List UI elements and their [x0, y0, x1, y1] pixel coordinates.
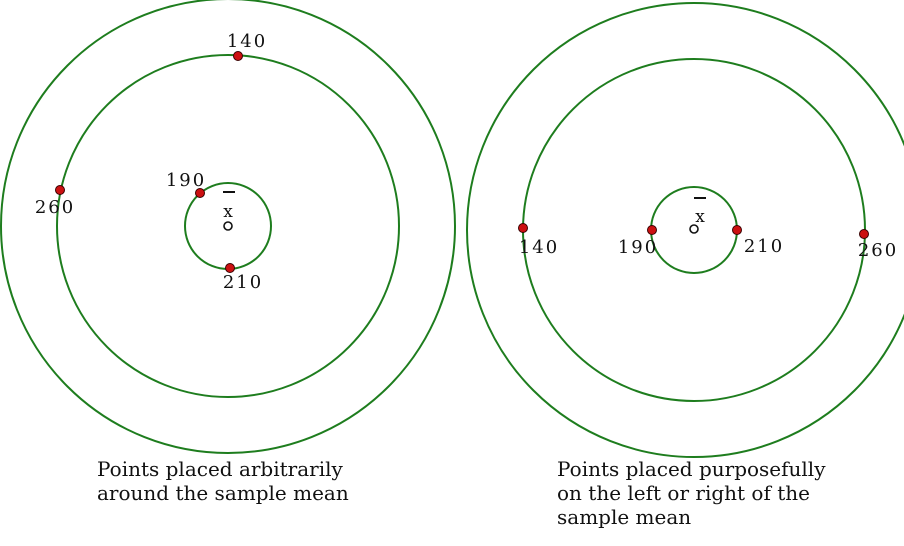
left-point-260	[55, 185, 65, 195]
right-point-210	[732, 225, 742, 235]
right-diagram: x 140 190 210 260	[466, 2, 904, 458]
left-point-140	[233, 51, 243, 61]
left-middle-ring	[56, 54, 400, 398]
left-mean-label: x	[223, 202, 233, 222]
right-point-label-260: 260	[858, 240, 898, 261]
right-point-260	[859, 229, 869, 239]
right-mean-label: x	[695, 207, 705, 227]
right-outer-ring	[466, 2, 904, 458]
right-point-label-190: 190	[618, 237, 658, 258]
left-diagram: x 140 260 190 210	[0, 0, 456, 454]
left-caption: Points placed arbitrarily around the sam…	[97, 457, 349, 505]
right-point-190	[647, 225, 657, 235]
right-caption: Points placed purposefully on the left o…	[557, 457, 826, 529]
left-point-label-210: 210	[223, 272, 263, 293]
right-point-140	[518, 223, 528, 233]
left-point-210	[225, 263, 235, 273]
left-point-label-260: 260	[35, 197, 75, 218]
left-point-label-140: 140	[227, 31, 267, 52]
left-outer-ring	[0, 0, 456, 454]
left-sample-mean-marker	[223, 221, 233, 231]
right-point-label-210: 210	[744, 236, 784, 257]
left-point-190	[195, 188, 205, 198]
right-sample-mean-marker	[689, 224, 699, 234]
right-point-label-140: 140	[519, 237, 559, 258]
left-point-label-190: 190	[166, 170, 206, 191]
